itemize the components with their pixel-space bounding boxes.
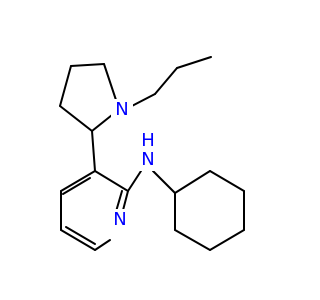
amine-n-bg — [137, 149, 159, 171]
pyrrolidine-bond-4 — [59, 105, 93, 132]
amine-n-label: N — [141, 149, 154, 170]
pyrrolidine-bond-2 — [70, 63, 105, 67]
amine-h-bg — [137, 131, 159, 151]
cyclohexyl-bond-1 — [174, 170, 211, 194]
amine-bond-1 — [127, 170, 142, 192]
pyridine-n-label: N — [113, 209, 126, 230]
cyclohexyl-bond-2 — [209, 170, 245, 192]
pyridine-n-bg — [109, 209, 131, 231]
pyridine-bond-1-inner — [62, 177, 91, 195]
molecule-canvas: N N H N — [59, 56, 245, 251]
pyridine-bond-1 — [60, 170, 96, 192]
pyridine-bond-4 — [94, 239, 111, 251]
cyclohexyl-bond-4 — [209, 229, 245, 251]
cyclohexyl-bond-5 — [174, 229, 211, 251]
pyrrolidine-bond-1 — [103, 63, 117, 101]
pyrrolidine-bond-3 — [59, 65, 72, 107]
ring-link-bond — [91, 130, 96, 172]
pyrrolidine-bond-5 — [91, 114, 113, 132]
pyrrolidine-n-label: N — [115, 99, 128, 120]
pyridine-bond-6 — [94, 170, 129, 192]
molecule-diagram: N N H N — [59, 56, 245, 251]
pyridine-bond-3 — [60, 229, 96, 251]
amine-h-label: H — [141, 130, 155, 151]
propyl-bond-2 — [154, 67, 178, 95]
propyl-bond-3 — [176, 56, 212, 69]
pyrrolidine-n-bg — [111, 99, 133, 121]
pyridine-bond-3-inner — [65, 226, 96, 245]
amine-bond-2 — [152, 170, 176, 194]
